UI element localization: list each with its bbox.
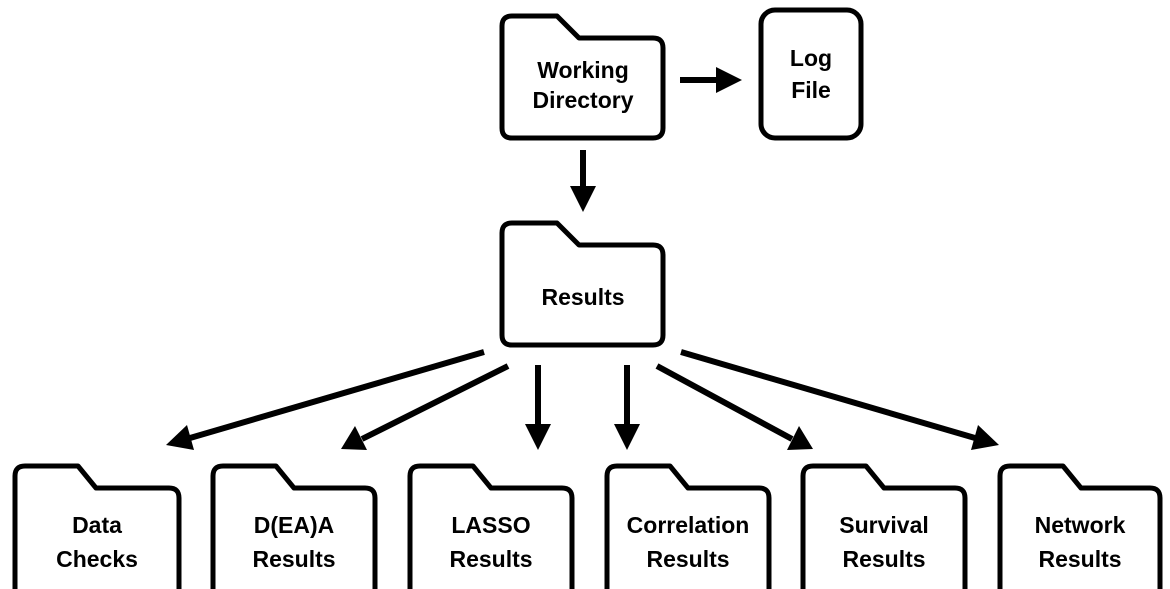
arrow-working-to-results xyxy=(570,150,596,212)
folder-icon xyxy=(210,463,378,589)
working-directory-folder: Working Directory xyxy=(499,13,666,141)
survival-results-label-line2: Results xyxy=(842,546,925,572)
arrow-results-to-data-checks xyxy=(166,349,485,450)
folder-icon xyxy=(12,463,182,589)
network-results-label-line2: Results xyxy=(1038,546,1121,572)
data-checks-folder: Data Checks xyxy=(12,463,182,589)
arrow-results-to-lasso-results xyxy=(525,365,551,450)
survival-results-label-line1: Survival xyxy=(839,512,929,538)
lasso-results-label-line2: Results xyxy=(449,546,532,572)
folder-icon xyxy=(997,463,1163,589)
folder-icon xyxy=(499,220,666,348)
deaa-results-label-line1: D(EA)A xyxy=(254,512,335,538)
working-directory-label-line1: Working xyxy=(537,57,629,83)
network-results-folder: Network Results xyxy=(997,463,1163,589)
lasso-results-folder: LASSO Results xyxy=(407,463,575,589)
folder-icon xyxy=(499,13,666,141)
log-file-document: Log File xyxy=(758,7,864,141)
arrow-results-to-survival-results xyxy=(655,363,813,450)
working-directory-label-line2: Directory xyxy=(533,87,634,113)
arrow-results-to-correlation-results xyxy=(614,365,640,450)
arrows xyxy=(166,67,999,450)
network-results-label-line1: Network xyxy=(1035,512,1126,538)
arrow-results-to-network-results xyxy=(680,349,999,450)
data-checks-label-line2: Checks xyxy=(56,546,138,572)
data-checks-label-line1: Data xyxy=(72,512,122,538)
log-file-label-line1: Log xyxy=(790,45,832,71)
arrow-working-to-log xyxy=(680,67,742,93)
results-folder: Results xyxy=(499,220,666,348)
survival-results-folder: Survival Results xyxy=(800,463,968,589)
correlation-results-label-line1: Correlation xyxy=(627,512,750,538)
correlation-results-folder: Correlation Results xyxy=(604,463,772,589)
correlation-results-label-line2: Results xyxy=(646,546,729,572)
deaa-results-folder: D(EA)A Results xyxy=(210,463,378,589)
document-icon xyxy=(758,7,864,141)
deaa-results-label-line2: Results xyxy=(252,546,335,572)
arrow-results-to-deaa-results xyxy=(341,363,510,450)
log-file-label-line2: File xyxy=(791,77,831,103)
folder-icon xyxy=(604,463,772,589)
results-label: Results xyxy=(541,284,624,310)
folder-icon xyxy=(407,463,575,589)
lasso-results-label-line1: LASSO xyxy=(451,512,530,538)
folder-icon xyxy=(800,463,968,589)
